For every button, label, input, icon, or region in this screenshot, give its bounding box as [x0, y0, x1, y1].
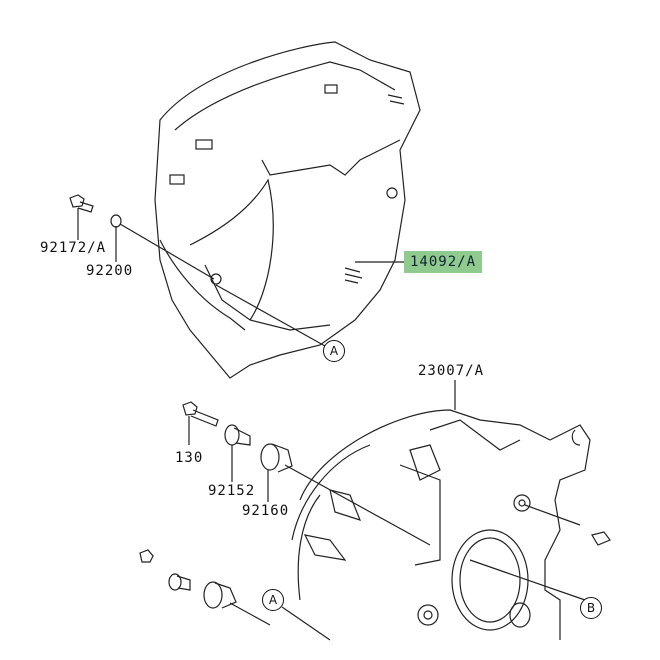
part-label-92152[interactable]: 92152 [208, 483, 256, 499]
part-label-92160[interactable]: 92160 [242, 503, 290, 519]
bulb-drawing [591, 531, 611, 546]
screw-drawing [69, 194, 94, 240]
part-label-23007a[interactable]: 23007/A [418, 363, 485, 379]
part-label-14092a-highlighted[interactable]: 14092/A [404, 251, 483, 273]
ref-marker-a-lower: A [262, 589, 284, 611]
part-label-92200[interactable]: 92200 [86, 263, 134, 279]
housing-drawing [291, 380, 591, 640]
bolt-drawing [182, 401, 219, 445]
cover-part-drawing [154, 41, 421, 379]
washer-drawing [110, 214, 122, 228]
damper-drawing [260, 443, 431, 546]
ref-marker-a-upper: A [323, 340, 345, 362]
collar-drawing [224, 424, 251, 482]
ref-marker-b: B [580, 597, 602, 619]
part-label-130[interactable]: 130 [175, 450, 204, 466]
part-label-92172a[interactable]: 92172/A [40, 240, 107, 256]
